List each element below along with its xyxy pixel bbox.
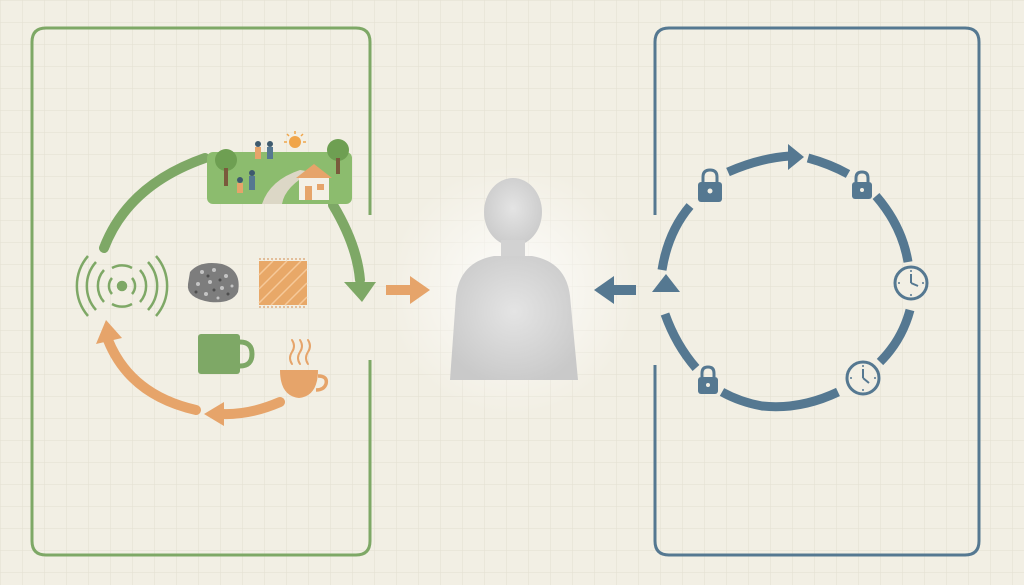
- ripple-icon: [75, 255, 169, 317]
- left-panel-frame: [30, 26, 372, 557]
- lock-icon: [698, 365, 718, 394]
- orange-arrowhead-left: [96, 320, 122, 344]
- woven-fabric-icon: [258, 258, 308, 308]
- input-arrow-blue: [594, 276, 636, 304]
- right-panel-frame: [653, 26, 981, 557]
- clock-icon: [845, 360, 881, 396]
- orange-arrowhead-bottom: [204, 402, 224, 426]
- lock-icon: [698, 168, 722, 202]
- orange-arc-bottom: [217, 397, 285, 420]
- left-cycle: [96, 153, 376, 426]
- left-panel: [30, 26, 376, 557]
- right-cycle: [657, 151, 915, 412]
- steaming-cup-icon: [280, 339, 329, 398]
- center-area: [386, 165, 637, 415]
- ring-arrowhead-left: [652, 274, 680, 292]
- ring-arrowhead-top: [788, 144, 804, 170]
- speckled-stone-icon: [187, 263, 239, 303]
- orange-arc-left: [103, 335, 201, 415]
- right-panel: [652, 26, 981, 557]
- green-arc-right: [328, 200, 365, 285]
- clock-icon: [893, 265, 929, 301]
- green-arc-top: [99, 153, 210, 253]
- input-arrow-orange: [386, 276, 430, 304]
- park-scene-icon: [207, 131, 352, 204]
- lock-icon: [852, 170, 872, 199]
- person-silhouette-icon: [450, 178, 578, 380]
- mug-icon: [198, 334, 255, 374]
- green-arrowhead: [344, 282, 376, 302]
